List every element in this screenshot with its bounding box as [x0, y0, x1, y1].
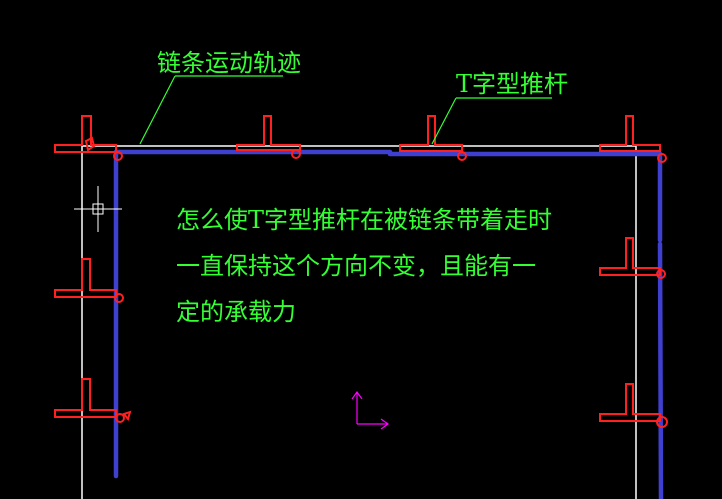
question-line-1: 怎么使T字型推杆在被链条带着走时: [176, 206, 552, 234]
frame-outline: [81, 145, 637, 499]
crosshair-icon[interactable]: [74, 186, 122, 232]
t-pusher-top-2: [236, 115, 301, 151]
t-pusher-top-3: [399, 115, 463, 152]
question-line-3: 定的承载力: [176, 298, 296, 326]
t-pushers: [54, 115, 661, 422]
t-pusher-top-1: [54, 115, 117, 153]
label-leaders: [139, 75, 552, 145]
chain-path-label: 链条运动轨迹: [157, 49, 301, 77]
t-pusher-right-2: [599, 383, 661, 422]
question-text: 怎么使T字型推杆在被链条带着走时 一直保持这个方向不变，且能有一 定的承载力: [176, 206, 552, 326]
t-pusher-left-2: [54, 378, 117, 418]
ucs-axis-icon: [351, 390, 390, 430]
chain-joints: [84, 136, 668, 428]
t-pusher-right-1: [599, 237, 661, 276]
t-pusher-left-1: [54, 258, 117, 298]
question-line-2: 一直保持这个方向不变，且能有一: [176, 252, 536, 280]
chain-track: [113, 149, 664, 499]
t-pusher-label: T字型推杆: [456, 70, 568, 98]
t-pusher-top-4: [599, 115, 661, 152]
